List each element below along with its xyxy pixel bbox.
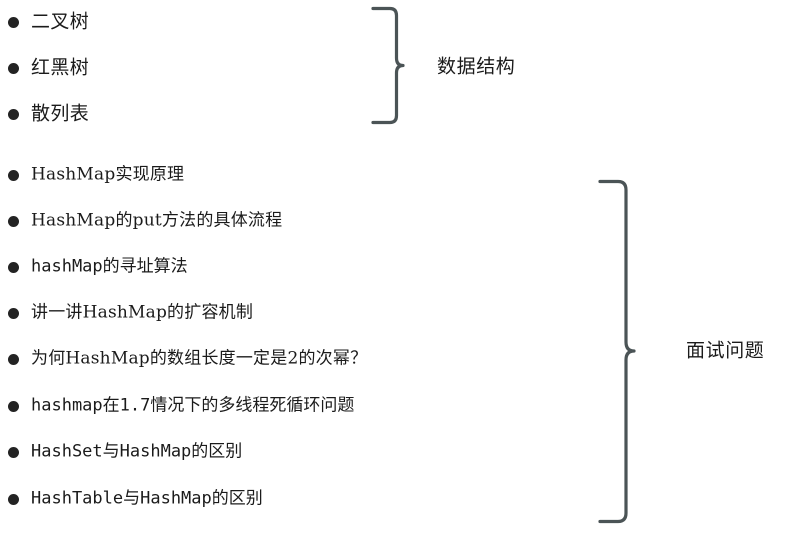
brace-data-structures xyxy=(371,6,405,125)
filled-circle-bullet-icon xyxy=(8,401,19,412)
brace-label-interview-questions: 面试问题 xyxy=(686,339,765,362)
filled-circle-bullet-icon xyxy=(8,216,19,227)
list-item-label: 二叉树 xyxy=(31,10,90,33)
filled-circle-bullet-icon xyxy=(8,17,19,28)
filled-circle-bullet-icon xyxy=(8,109,19,120)
list-item-label: HashMap实现原理 xyxy=(31,164,185,185)
filled-circle-bullet-icon xyxy=(8,262,19,273)
filled-circle-bullet-icon xyxy=(8,63,19,74)
list-item-label: HashMap的put方法的具体流程 xyxy=(31,210,283,231)
list-item-label: 为何HashMap的数组长度一定是2的次幂？ xyxy=(31,348,368,369)
list-item-label: 散列表 xyxy=(31,102,90,125)
list-item-label: HashSet与HashMap的区别 xyxy=(31,441,243,462)
filled-circle-bullet-icon xyxy=(8,494,19,505)
list-item-label: hashmap在1.7情况下的多线程死循环问题 xyxy=(31,395,355,416)
list-item-label: 讲一讲HashMap的扩容机制 xyxy=(31,302,254,323)
list-item-label: HashTable与HashMap的区别 xyxy=(31,488,263,509)
filled-circle-bullet-icon xyxy=(8,308,19,319)
list-item-label: hashMap的寻址算法 xyxy=(31,256,188,277)
filled-circle-bullet-icon xyxy=(8,170,19,181)
list-item-label: 红黑树 xyxy=(31,56,90,79)
filled-circle-bullet-icon xyxy=(8,354,19,365)
brace-label-data-structures: 数据结构 xyxy=(437,55,516,78)
brace-interview-questions xyxy=(598,179,636,524)
filled-circle-bullet-icon xyxy=(8,447,19,458)
